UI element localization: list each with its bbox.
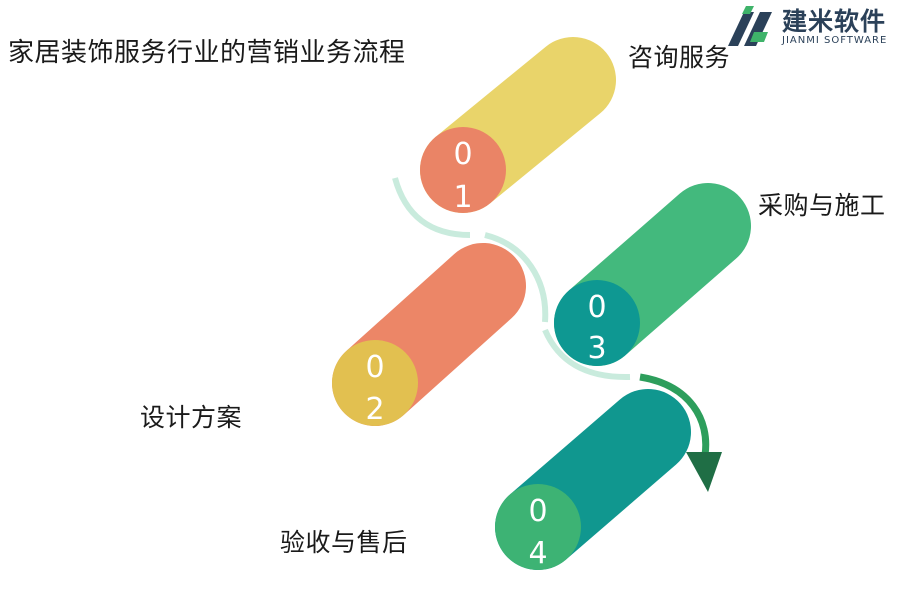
step-2-label: 设计方案 [140,398,242,434]
step-2-digit-second: 2 [365,392,384,427]
step-3-digit-first: 0 [587,290,606,325]
step-2-digit-first: 0 [365,350,384,385]
step-4-digit-second: 4 [528,536,547,571]
step-3-label: 采购与施工 [758,186,886,222]
arrow-head-icon [686,452,722,492]
step-1-label: 咨询服务 [628,38,730,74]
step-3-digit-second: 3 [587,331,606,366]
step-4-digit-first: 0 [528,494,547,529]
step-1-digit-first: 0 [453,137,472,172]
step-1-cylinder: 0 1 [420,80,573,215]
step-4-label: 验收与售后 [280,523,408,559]
step-3-cylinder: 0 3 [554,226,708,366]
step-4-cylinder: 0 4 [495,432,648,571]
step-1-digit-second: 1 [453,180,472,215]
step-2-cylinder: 0 2 [332,286,483,427]
